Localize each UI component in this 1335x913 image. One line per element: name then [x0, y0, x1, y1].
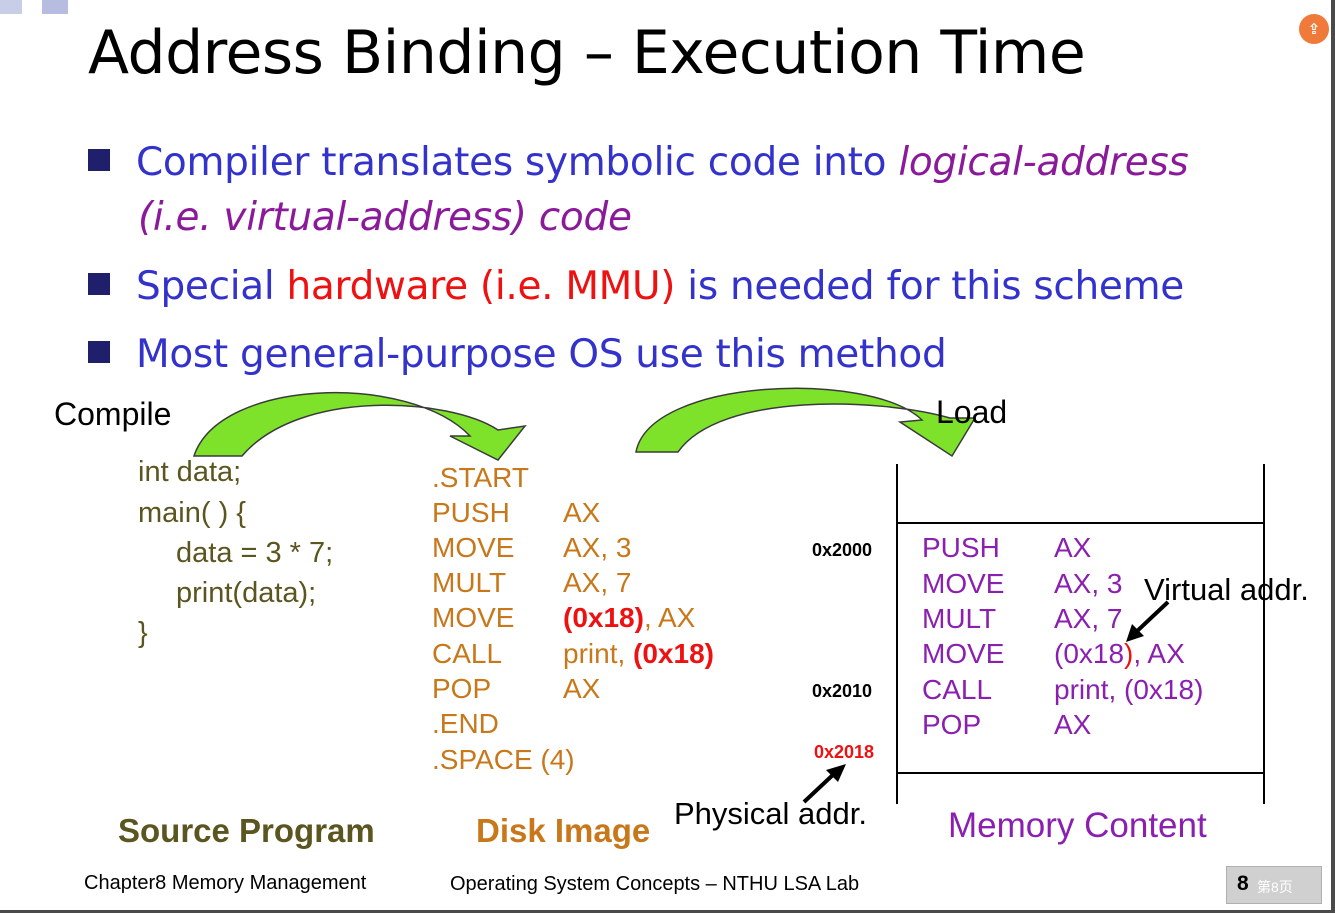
- physical-addr-label: Physical addr.: [674, 796, 867, 831]
- load-arrow: [635, 387, 977, 458]
- disk-op: PUSH: [432, 497, 510, 528]
- virtual-addr-arrow: [1126, 600, 1170, 642]
- mem-op: CALL: [922, 674, 993, 705]
- flow-arrows: [192, 387, 977, 461]
- disk-op: MOVE: [432, 532, 515, 563]
- footer-course: Operating System Concepts – NTHU LSA Lab: [450, 873, 860, 895]
- page-number: 8: [1237, 872, 1249, 895]
- address-label: 0x2000: [812, 540, 873, 560]
- disk-start: .START: [432, 462, 529, 493]
- bullet-1-line2: (i.e. virtual-address) code: [138, 195, 632, 240]
- caption-disk: Disk Image: [476, 812, 651, 849]
- virtual-addr-label: Virtual addr.: [1144, 572, 1309, 607]
- caption-source: Source Program: [118, 812, 375, 849]
- disk-op: POP: [432, 673, 492, 704]
- decor-square: [42, 0, 68, 14]
- compile-label: Compile: [54, 396, 172, 432]
- memory-box-right: [1263, 464, 1265, 804]
- memory-box-top: [898, 522, 1263, 524]
- bullet-3: Most general-purpose OS use this method: [88, 332, 947, 377]
- bullet-1: Compiler translates symbolic code into l…: [88, 140, 1189, 185]
- address-label: 0x2010: [812, 681, 873, 701]
- disk-op: MULT: [432, 567, 507, 598]
- slide-title: Address Binding – Execution Time: [88, 18, 1086, 88]
- disk-op: MOVE: [432, 602, 515, 633]
- disk-arg: AX: [563, 497, 601, 528]
- mem-arg: AX: [1054, 532, 1092, 563]
- source-line: print(data);: [176, 577, 317, 609]
- bullet-2: Special hardware (i.e. MMU) is needed fo…: [88, 264, 1184, 309]
- source-line: int data;: [138, 456, 242, 488]
- disk-arg: print, (0x18): [563, 638, 714, 669]
- mem-op: MULT: [922, 603, 997, 634]
- mem-arg: (0x18), AX: [1054, 638, 1185, 669]
- slide-right-border: [1331, 0, 1335, 913]
- bullet-marker: [88, 341, 110, 363]
- disk-arg: AX, 7: [563, 567, 632, 598]
- mem-arg: AX: [1054, 709, 1092, 740]
- load-label: Load: [936, 394, 1008, 430]
- mem-arg: AX, 3: [1054, 568, 1123, 599]
- disk-arg: AX, 3: [563, 532, 632, 563]
- mem-op: POP: [922, 709, 982, 740]
- mem-op: MOVE: [922, 568, 1005, 599]
- page-number-cn: 第8页: [1257, 879, 1293, 895]
- mem-op: MOVE: [922, 638, 1005, 669]
- footer-chapter: Chapter8 Memory Management: [84, 872, 367, 894]
- mem-op: PUSH: [922, 532, 1000, 563]
- source-line: data = 3 * 7;: [176, 537, 334, 569]
- bullet-marker: [88, 149, 110, 171]
- compile-arrow: [192, 392, 527, 461]
- physical-addr-arrow: [802, 764, 846, 804]
- bullet-marker: [88, 273, 110, 295]
- disk-arg: AX: [563, 673, 601, 704]
- share-icon[interactable]: ⇪: [1299, 14, 1329, 44]
- disk-arg: (0x18), AX: [563, 602, 696, 633]
- disk-space: .SPACE (4): [432, 744, 575, 775]
- memory-box-bottom: [898, 772, 1263, 774]
- slide-bottom-border: [0, 910, 1335, 913]
- source-line: }: [138, 617, 148, 649]
- address-label: 0x2018: [814, 742, 875, 762]
- disk-op: CALL: [432, 638, 503, 669]
- decor-square: [0, 0, 22, 14]
- mem-arg: AX, 7: [1054, 603, 1123, 634]
- page-indicator: 8 第8页: [1226, 866, 1322, 904]
- source-line: main( ) {: [138, 497, 246, 529]
- mem-arg: print, (0x18): [1054, 674, 1204, 705]
- memory-box-left: [896, 464, 898, 804]
- caption-memory: Memory Content: [948, 806, 1207, 845]
- disk-end: .END: [432, 708, 499, 739]
